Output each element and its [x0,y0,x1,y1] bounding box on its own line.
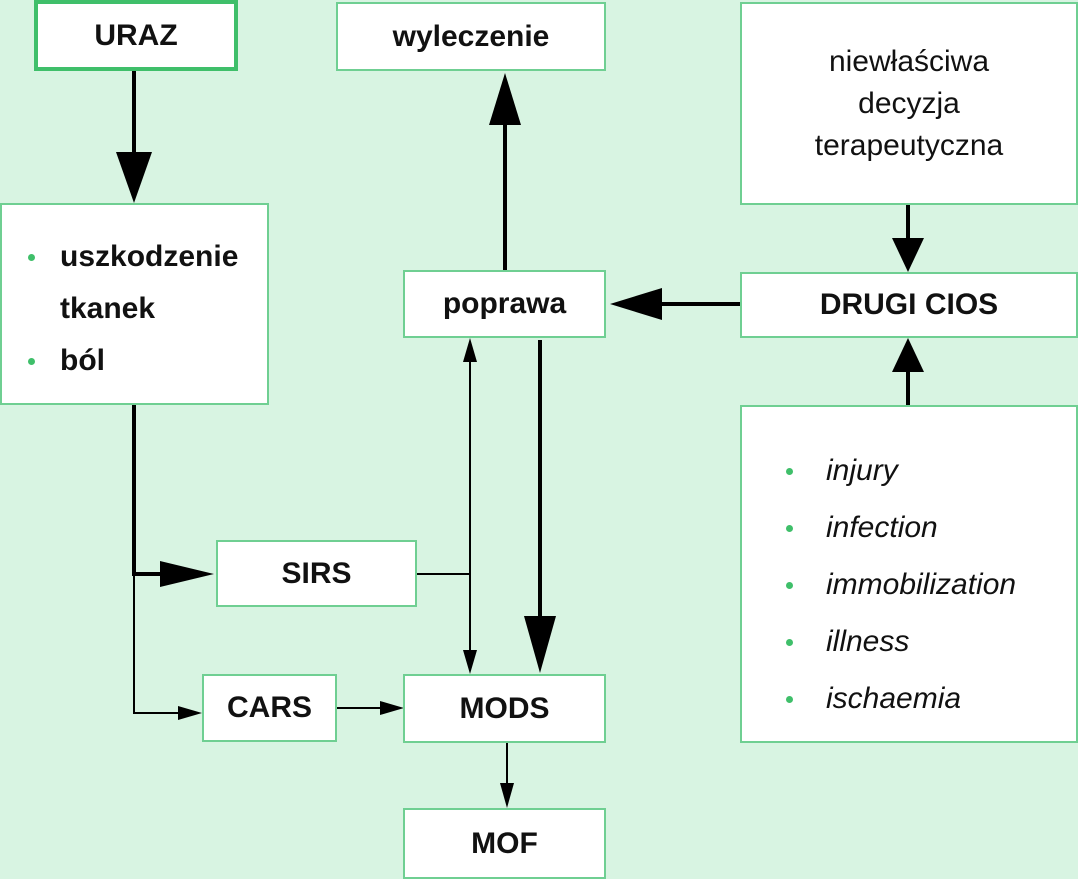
injury-effect-text: ból [60,344,105,377]
injury-effects-list: uszkodzenie tkanek ból [22,231,270,387]
cause-text: ischaemia [826,682,962,715]
bullet-icon [28,254,35,261]
node-cars-label: CARS [226,691,312,724]
arrowhead-to-poprawa-h [610,288,662,320]
decision-line-3: terapeutyczna [814,128,1004,162]
arrowhead-to-poprawa [463,338,477,362]
node-drugi-cios: DRUGI CIOS [740,272,1078,338]
decision-line-2: decyzja [858,86,960,120]
list-item: infection [780,499,1016,556]
bullet-icon [786,524,793,532]
arrowhead-uraz-to-injury [116,152,152,203]
node-wyleczenie: wyleczenie [336,2,606,71]
arrowhead-to-wyleczenie [489,73,521,125]
cause-text: illness [826,625,910,658]
arrowhead-to-drugi-cios-down [892,238,924,272]
arrow-injury-to-sirs [132,405,166,576]
decision-line-1: niewłaściwa [828,44,990,78]
node-uraz-label: URAZ [94,18,178,52]
node-uraz: URAZ [34,0,238,71]
arrowhead-to-mods-thin [463,650,477,674]
node-wyleczenie-label: wyleczenie [392,19,550,53]
injury-effect-text: uszkodzenie tkanek [60,240,239,325]
node-mof-label: MOF [471,826,538,860]
bullet-icon [786,638,793,646]
list-item: illness [780,613,1016,670]
list-item: ischaemia [780,670,1016,727]
cause-text: immobilization [826,568,1017,601]
node-poprawa: poprawa [403,270,606,338]
bullet-icon [28,358,35,365]
node-mof: MOF [403,808,606,879]
list-item: uszkodzenie tkanek [22,231,270,335]
arrowhead-to-drugi-cios-up [892,338,924,372]
node-poprawa-label: poprawa [442,287,567,320]
arrowhead-cars-to-mods [380,701,404,715]
arrowhead-injury-to-sirs [160,561,214,587]
bullet-icon [786,695,793,703]
arrowhead-to-mof [500,783,514,808]
arrow-injury-to-cars [133,574,180,714]
node-sirs-label: SIRS [281,556,352,590]
list-item: immobilization [780,556,1016,613]
node-mods-label: MODS [459,691,550,725]
arrowhead-poprawa-to-mods [524,616,556,673]
cause-text: infection [826,511,938,544]
cause-text: injury [826,454,898,487]
node-mods: MODS [403,674,606,743]
bullet-icon [786,581,793,589]
list-item: ból [22,335,270,387]
node-cars: CARS [202,674,337,742]
node-drugi-cios-label: DRUGI CIOS [819,288,999,321]
bullet-icon [786,467,793,475]
node-decision: niewłaściwa decyzja terapeutyczna [740,2,1078,205]
node-second-hit-causes: injury infection immobilization illness … [740,405,1078,743]
node-sirs: SIRS [216,540,417,607]
arrowhead-injury-to-cars [178,706,202,720]
node-injury-effects: uszkodzenie tkanek ból [0,203,269,405]
second-hit-causes-list: injury infection immobilization illness … [780,442,1016,727]
list-item: injury [780,442,1016,499]
